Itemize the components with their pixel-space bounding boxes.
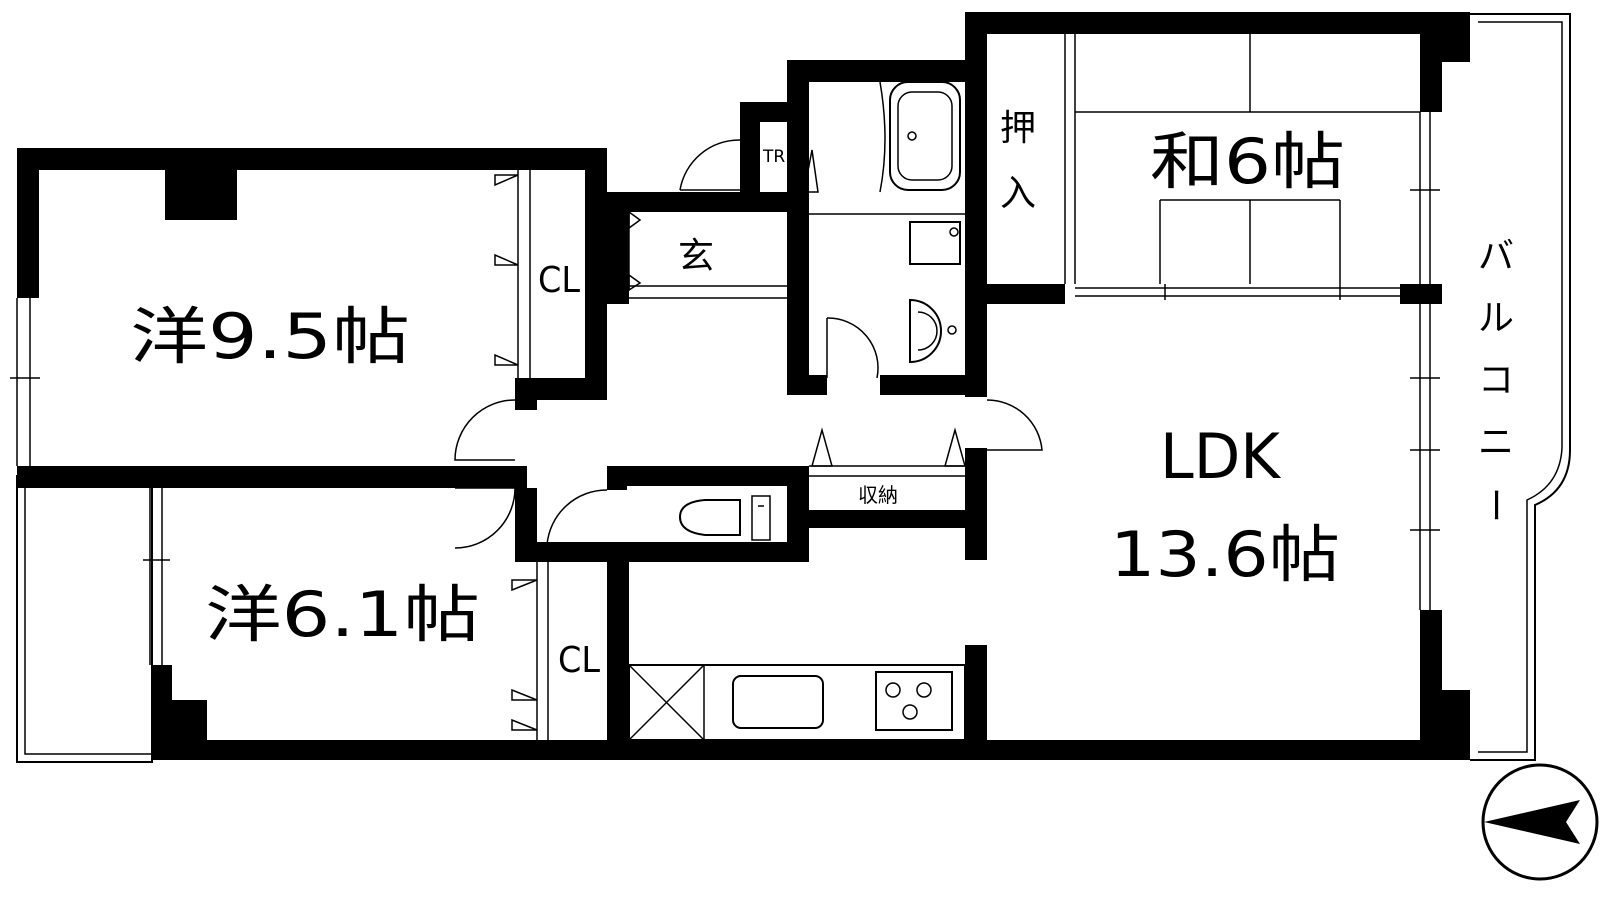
balcony-char: バ	[1478, 236, 1514, 277]
shoe-box-label-2: 足	[605, 239, 622, 259]
trash-label: TR	[762, 147, 785, 167]
tatami-lines	[1064, 34, 1420, 300]
balcony-char: ニ	[1478, 422, 1514, 463]
balcony-label: バ ル コ ニ ー	[1474, 236, 1515, 523]
bathtub	[803, 81, 961, 193]
room-entrance: 玄	[678, 236, 714, 277]
genkan-details	[600, 122, 787, 299]
storage-label: 収納	[858, 483, 898, 507]
doors	[454, 139, 1043, 549]
shoe-box-label-1: 下	[605, 215, 622, 235]
closet-2-doors	[511, 562, 549, 740]
balcony-char: コ	[1478, 360, 1514, 401]
closet-label-2: CL	[558, 640, 600, 681]
oshiire-label-1: 押	[1000, 108, 1036, 149]
storage-closet	[809, 427, 966, 477]
lower-balcony-rail	[24, 483, 153, 755]
washbasin	[809, 213, 965, 364]
kitchen-counter	[628, 664, 966, 741]
windows	[10, 112, 1440, 665]
balcony-char: ル	[1478, 298, 1514, 339]
closet-1-doors	[494, 170, 531, 378]
room-western-6-1: 洋6.1帖	[205, 578, 480, 651]
room-japanese-6: 和6帖	[1150, 125, 1345, 198]
closet-label-1: CL	[538, 260, 580, 301]
balcony-outline	[1470, 13, 1571, 761]
lower-balcony-outline	[16, 475, 153, 763]
room-ldk-label: LDK	[1160, 420, 1281, 493]
compass-icon	[1481, 763, 1599, 881]
room-western-9-5: 洋9.5帖	[130, 300, 410, 373]
toilet	[678, 495, 771, 541]
exterior-walls	[17, 12, 1470, 760]
balcony-rail	[1478, 21, 1563, 753]
room-ldk-size: 13.6帖	[1110, 518, 1340, 591]
balcony-char: ー	[1474, 487, 1515, 523]
oshiire-label-2: 入	[1000, 173, 1036, 214]
shoe-box-label-3: 箱	[605, 263, 622, 283]
